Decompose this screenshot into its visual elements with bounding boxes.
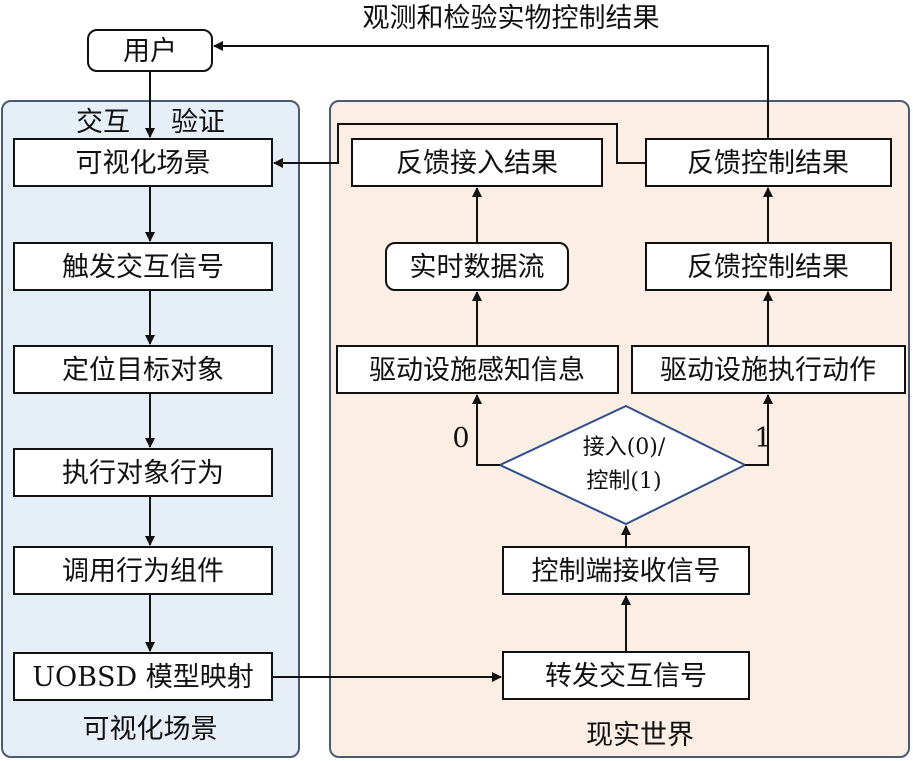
decision-diamond [497, 404, 748, 526]
control-result-lower-box [645, 242, 892, 291]
access-result-box [351, 138, 603, 187]
step-invoke-component [13, 546, 273, 595]
left-panel-title-verification: 验证 [171, 107, 225, 138]
step-uobsd-mapping-label: UOBSD 模型映射 [32, 662, 253, 693]
control-result-upper-box [645, 138, 892, 187]
access-result-label: 反馈接入结果 [396, 148, 558, 179]
step-locate-object [13, 345, 273, 394]
arrow-decision-to-execute [745, 394, 773, 466]
receive-signal-box [502, 546, 750, 595]
step-visual-scene [13, 138, 273, 187]
arrow-control-to-user [213, 41, 769, 139]
decision-label-line2: 控制(1) [586, 469, 661, 494]
sense-info-label: 驱动设施感知信息 [369, 355, 585, 386]
user-label: 用户 [123, 36, 177, 67]
top-label: 观测和检验实物控制结果 [363, 3, 660, 34]
step-uobsd-mapping [13, 652, 273, 701]
arrow-results-to-scene [273, 123, 646, 168]
step-trigger-signal [13, 242, 273, 291]
branch-label-0: 0 [452, 423, 469, 454]
execute-action-box [631, 345, 906, 394]
receive-signal-label: 控制端接收信号 [532, 556, 721, 587]
left-panel-title-interaction: 交互 [76, 107, 130, 138]
control-result-lower-label: 反馈控制结果 [687, 252, 849, 283]
sense-info-box [336, 345, 619, 394]
step-trigger-signal-label: 触发交互信号 [62, 252, 224, 283]
step-execute-behavior-label: 执行对象行为 [62, 458, 224, 489]
arrow-decision-to-sense [472, 394, 500, 466]
decision-label-line1: 接入(0)/ [583, 435, 666, 460]
execute-action-label: 驱动设施执行动作 [660, 355, 876, 386]
step-locate-object-label: 定位目标对象 [62, 355, 224, 386]
data-stream-label: 实时数据流 [410, 252, 545, 283]
left-panel-footer: 可视化场景 [83, 714, 218, 745]
forward-signal-label: 转发交互信号 [545, 661, 707, 692]
right-panel-footer: 现实世界 [586, 720, 694, 751]
branch-label-1: 1 [754, 423, 771, 454]
control-result-upper-label: 反馈控制结果 [687, 148, 849, 179]
step-visual-scene-label: 可视化场景 [76, 148, 211, 179]
step-invoke-component-label: 调用行为组件 [62, 556, 224, 587]
step-execute-behavior [13, 448, 273, 497]
